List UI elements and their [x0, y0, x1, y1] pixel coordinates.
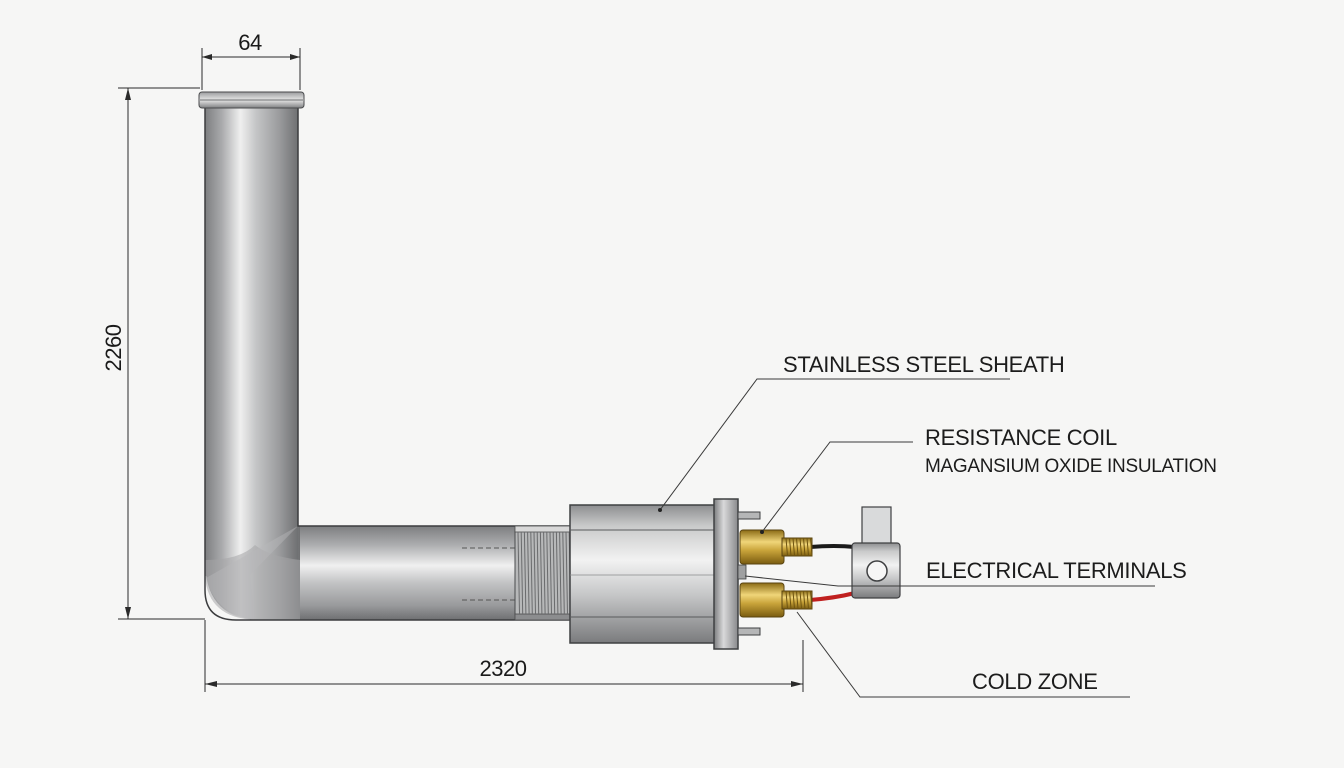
arrowhead	[791, 681, 803, 687]
label-stainless-steel-sheath: STAINLESS STEEL SHEATH	[783, 352, 1065, 377]
callout-coil: RESISTANCE COIL MAGANSIUM OXIDE INSULATI…	[760, 425, 1217, 534]
label-insulation: MAGANSIUM OXIDE INSULATION	[925, 456, 1217, 477]
label-cold-zone: COLD ZONE	[972, 669, 1098, 694]
vertical-sheath	[205, 106, 298, 576]
callout-cold-zone: COLD ZONE	[796, 611, 1130, 698]
housing-body	[569, 504, 717, 644]
leader-line	[761, 441, 913, 533]
bolt	[737, 511, 761, 520]
connector-tab	[861, 506, 892, 546]
leader-line	[796, 611, 1130, 698]
diameter-value: 64	[238, 30, 262, 55]
wire-red	[809, 591, 856, 602]
brass-terminal-lower	[739, 582, 785, 618]
callout-terminals: ELECTRICAL TERMINALS	[744, 558, 1187, 587]
dimension-diameter: 64	[201, 30, 301, 90]
arrowhead	[125, 88, 131, 100]
arrowhead	[205, 681, 217, 687]
electrical-terminals	[739, 506, 901, 618]
arrowhead	[125, 607, 131, 619]
height-value: 2260	[101, 324, 126, 371]
bolt	[737, 627, 761, 636]
wire-black	[809, 544, 856, 549]
label-electrical-terminals: ELECTRICAL TERMINALS	[926, 558, 1187, 583]
arrowhead	[290, 54, 300, 60]
heater-tube	[198, 91, 572, 621]
mounting-flange	[713, 498, 739, 650]
arrowhead	[202, 54, 212, 60]
label-resistance-coil: RESISTANCE COIL	[925, 425, 1117, 450]
tube-outline	[204, 106, 572, 621]
leader-line	[659, 378, 1010, 511]
connector-hole	[866, 560, 888, 582]
callout-sheath: STAINLESS STEEL SHEATH	[658, 352, 1065, 512]
length-value: 2320	[480, 656, 527, 681]
leader-line	[744, 575, 1155, 587]
dimension-length: 2320	[204, 620, 804, 692]
dimension-height: 2260	[101, 87, 205, 620]
terminal-housing	[569, 498, 761, 650]
brass-terminal-upper	[739, 529, 785, 565]
threaded-section	[514, 525, 572, 621]
